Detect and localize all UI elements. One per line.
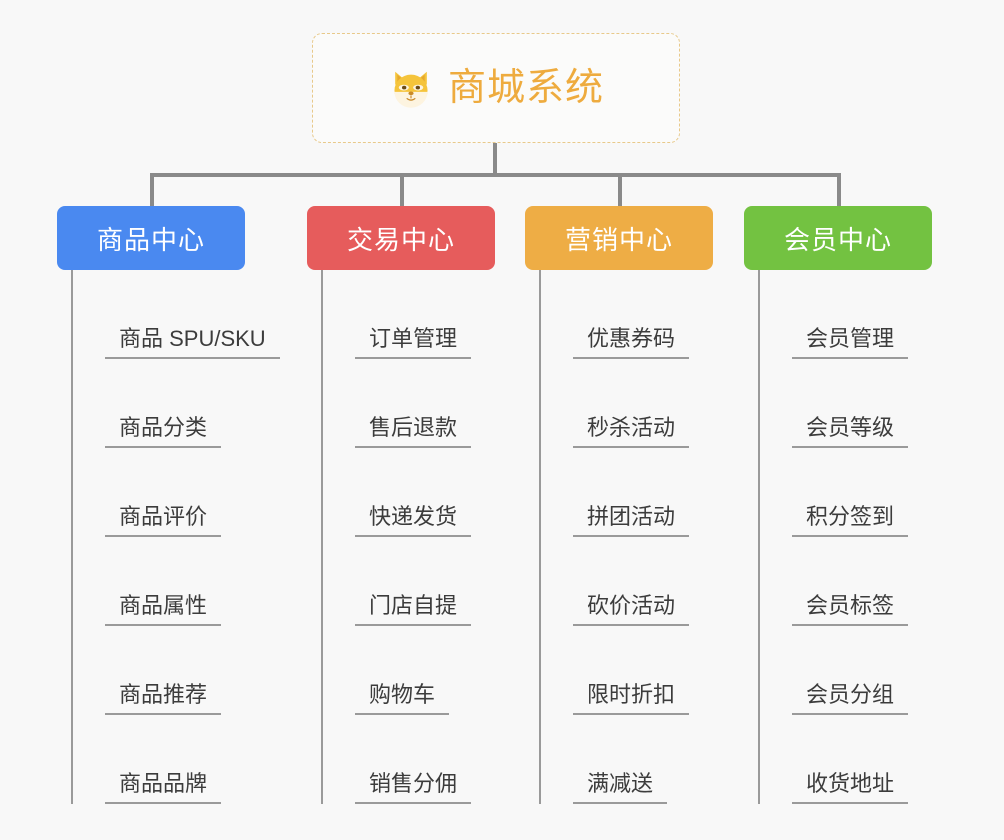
- list-item[interactable]: 快递发货: [323, 448, 495, 537]
- connector-root-stem: [493, 143, 497, 176]
- list-item-label: 会员标签: [792, 593, 909, 626]
- list-item[interactable]: 满减送: [541, 715, 713, 804]
- category-header-marketing-center[interactable]: 营销中心: [525, 206, 713, 270]
- list-item-label: 砍价活动: [573, 593, 690, 626]
- list-item-label: 售后退款: [355, 415, 472, 448]
- list-item-label: 满减送: [573, 771, 668, 804]
- list-item-label: 限时折扣: [573, 682, 690, 715]
- list-item[interactable]: 秒杀活动: [541, 359, 713, 448]
- list-item-label: 会员等级: [792, 415, 909, 448]
- list-item[interactable]: 购物车: [323, 626, 495, 715]
- list-item-label: 会员管理: [792, 326, 909, 359]
- list-item[interactable]: 销售分佣: [323, 715, 495, 804]
- shiba-dog-face-icon: [388, 66, 434, 112]
- list-item-label: 商品分类: [105, 415, 222, 448]
- branch-list: 优惠券码 秒杀活动 拼团活动 砍价活动 限时折扣 满减送: [539, 270, 713, 804]
- category-header-trade-center[interactable]: 交易中心: [307, 206, 495, 270]
- connector-drop-1: [150, 173, 154, 208]
- category-header-product-center[interactable]: 商品中心: [57, 206, 245, 270]
- column-product-center: 商品中心 商品 SPU/SKU 商品分类 商品评价 商品属性 商品推荐 商品品牌: [57, 206, 280, 804]
- list-item-label: 订单管理: [355, 326, 472, 359]
- connector-drop-2: [400, 173, 404, 208]
- list-item[interactable]: 会员等级: [760, 359, 932, 448]
- connector-horizontal-bus: [150, 173, 841, 177]
- list-item-label: 快递发货: [355, 504, 472, 537]
- root-node[interactable]: 商城系统: [312, 33, 680, 143]
- list-item-label: 拼团活动: [573, 504, 690, 537]
- category-label: 商品中心: [96, 224, 205, 255]
- list-item-label: 商品评价: [105, 504, 222, 537]
- list-item[interactable]: 会员管理: [760, 270, 932, 359]
- list-item[interactable]: 商品品牌: [73, 715, 245, 804]
- list-item[interactable]: 拼团活动: [541, 448, 713, 537]
- list-item[interactable]: 限时折扣: [541, 626, 713, 715]
- list-item-label: 收货地址: [792, 771, 909, 804]
- root-title: 商城系统: [447, 67, 604, 109]
- column-trade-center: 交易中心 订单管理 售后退款 快递发货 门店自提 购物车 销售分佣: [307, 206, 495, 804]
- category-label: 会员中心: [783, 224, 892, 255]
- list-item-label: 商品品牌: [105, 771, 222, 804]
- list-item[interactable]: 商品推荐: [73, 626, 245, 715]
- list-item[interactable]: 优惠券码: [541, 270, 713, 359]
- list-item-label: 商品属性: [105, 593, 222, 626]
- list-item-label: 购物车: [355, 682, 450, 715]
- connector-drop-3: [618, 173, 622, 208]
- connector-drop-4: [837, 173, 841, 208]
- category-label: 交易中心: [346, 224, 455, 255]
- branch-list: 订单管理 售后退款 快递发货 门店自提 购物车 销售分佣: [321, 270, 495, 804]
- list-item-label: 商品 SPU/SKU: [105, 326, 280, 359]
- list-item-label: 优惠券码: [573, 326, 690, 359]
- list-item-label: 会员分组: [792, 682, 909, 715]
- list-item[interactable]: 商品属性: [73, 537, 245, 626]
- list-item-label: 秒杀活动: [573, 415, 690, 448]
- category-label: 营销中心: [564, 224, 673, 255]
- list-item-label: 积分签到: [792, 504, 909, 537]
- list-item[interactable]: 商品 SPU/SKU: [73, 270, 280, 359]
- category-header-member-center[interactable]: 会员中心: [744, 206, 932, 270]
- list-item[interactable]: 砍价活动: [541, 537, 713, 626]
- column-member-center: 会员中心 会员管理 会员等级 积分签到 会员标签 会员分组 收货地址: [744, 206, 932, 804]
- branch-list: 会员管理 会员等级 积分签到 会员标签 会员分组 收货地址: [758, 270, 932, 804]
- list-item[interactable]: 会员标签: [760, 537, 932, 626]
- list-item[interactable]: 订单管理: [323, 270, 495, 359]
- list-item-label: 商品推荐: [105, 682, 222, 715]
- branch-list: 商品 SPU/SKU 商品分类 商品评价 商品属性 商品推荐 商品品牌: [71, 270, 280, 804]
- list-item[interactable]: 商品评价: [73, 448, 245, 537]
- list-item[interactable]: 售后退款: [323, 359, 495, 448]
- column-marketing-center: 营销中心 优惠券码 秒杀活动 拼团活动 砍价活动 限时折扣 满减送: [525, 206, 713, 804]
- list-item[interactable]: 收货地址: [760, 715, 932, 804]
- list-item[interactable]: 会员分组: [760, 626, 932, 715]
- list-item-label: 销售分佣: [355, 771, 472, 804]
- list-item[interactable]: 门店自提: [323, 537, 495, 626]
- list-item-label: 门店自提: [355, 593, 472, 626]
- list-item[interactable]: 商品分类: [73, 359, 245, 448]
- list-item[interactable]: 积分签到: [760, 448, 932, 537]
